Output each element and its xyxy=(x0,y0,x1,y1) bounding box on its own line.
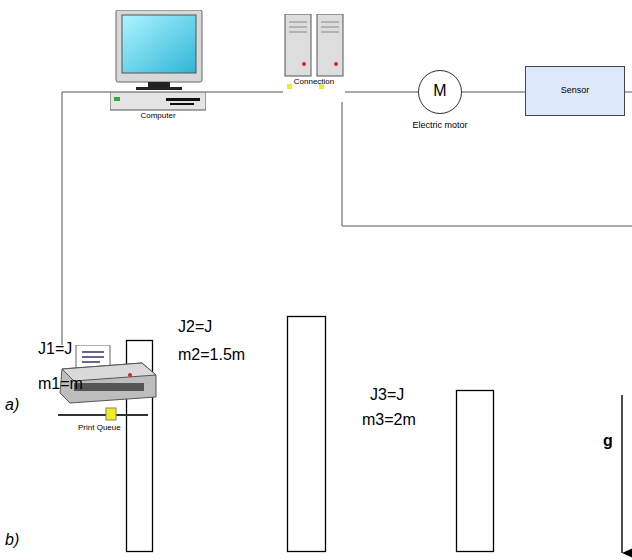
computer-node: Computer xyxy=(110,10,206,122)
node-label: Sensor xyxy=(561,85,590,95)
node-label: Electric motor xyxy=(413,120,468,130)
wire xyxy=(342,102,632,226)
wire xyxy=(206,92,283,93)
body-rect xyxy=(457,391,494,552)
text-label: a) xyxy=(5,396,19,414)
text-label: J2=J xyxy=(178,318,212,336)
motor-node: MElectric motor xyxy=(418,70,462,114)
text-label: m2=1.5m xyxy=(178,346,245,364)
text-label: b) xyxy=(5,531,19,549)
sensor-node: Sensor xyxy=(525,66,625,116)
gravity-arrow xyxy=(621,395,622,553)
node-label: Print Queue xyxy=(78,423,121,432)
text-label: m1=m xyxy=(38,375,83,393)
text-label: J3=J xyxy=(370,386,404,404)
text-label: g xyxy=(603,432,613,450)
text-label: m3=2m xyxy=(362,411,416,429)
wire xyxy=(62,92,110,345)
wire xyxy=(625,92,632,93)
wire xyxy=(345,92,418,93)
node-label: Connection xyxy=(294,77,334,86)
body-rect xyxy=(288,317,326,552)
text-label: J1=J xyxy=(38,340,72,358)
node-label: Computer xyxy=(140,111,175,120)
connection-node: Connection xyxy=(283,14,345,102)
wire xyxy=(462,92,525,93)
computer-icon xyxy=(110,10,206,122)
connection-icon xyxy=(283,14,345,102)
node-label: M xyxy=(433,82,446,100)
